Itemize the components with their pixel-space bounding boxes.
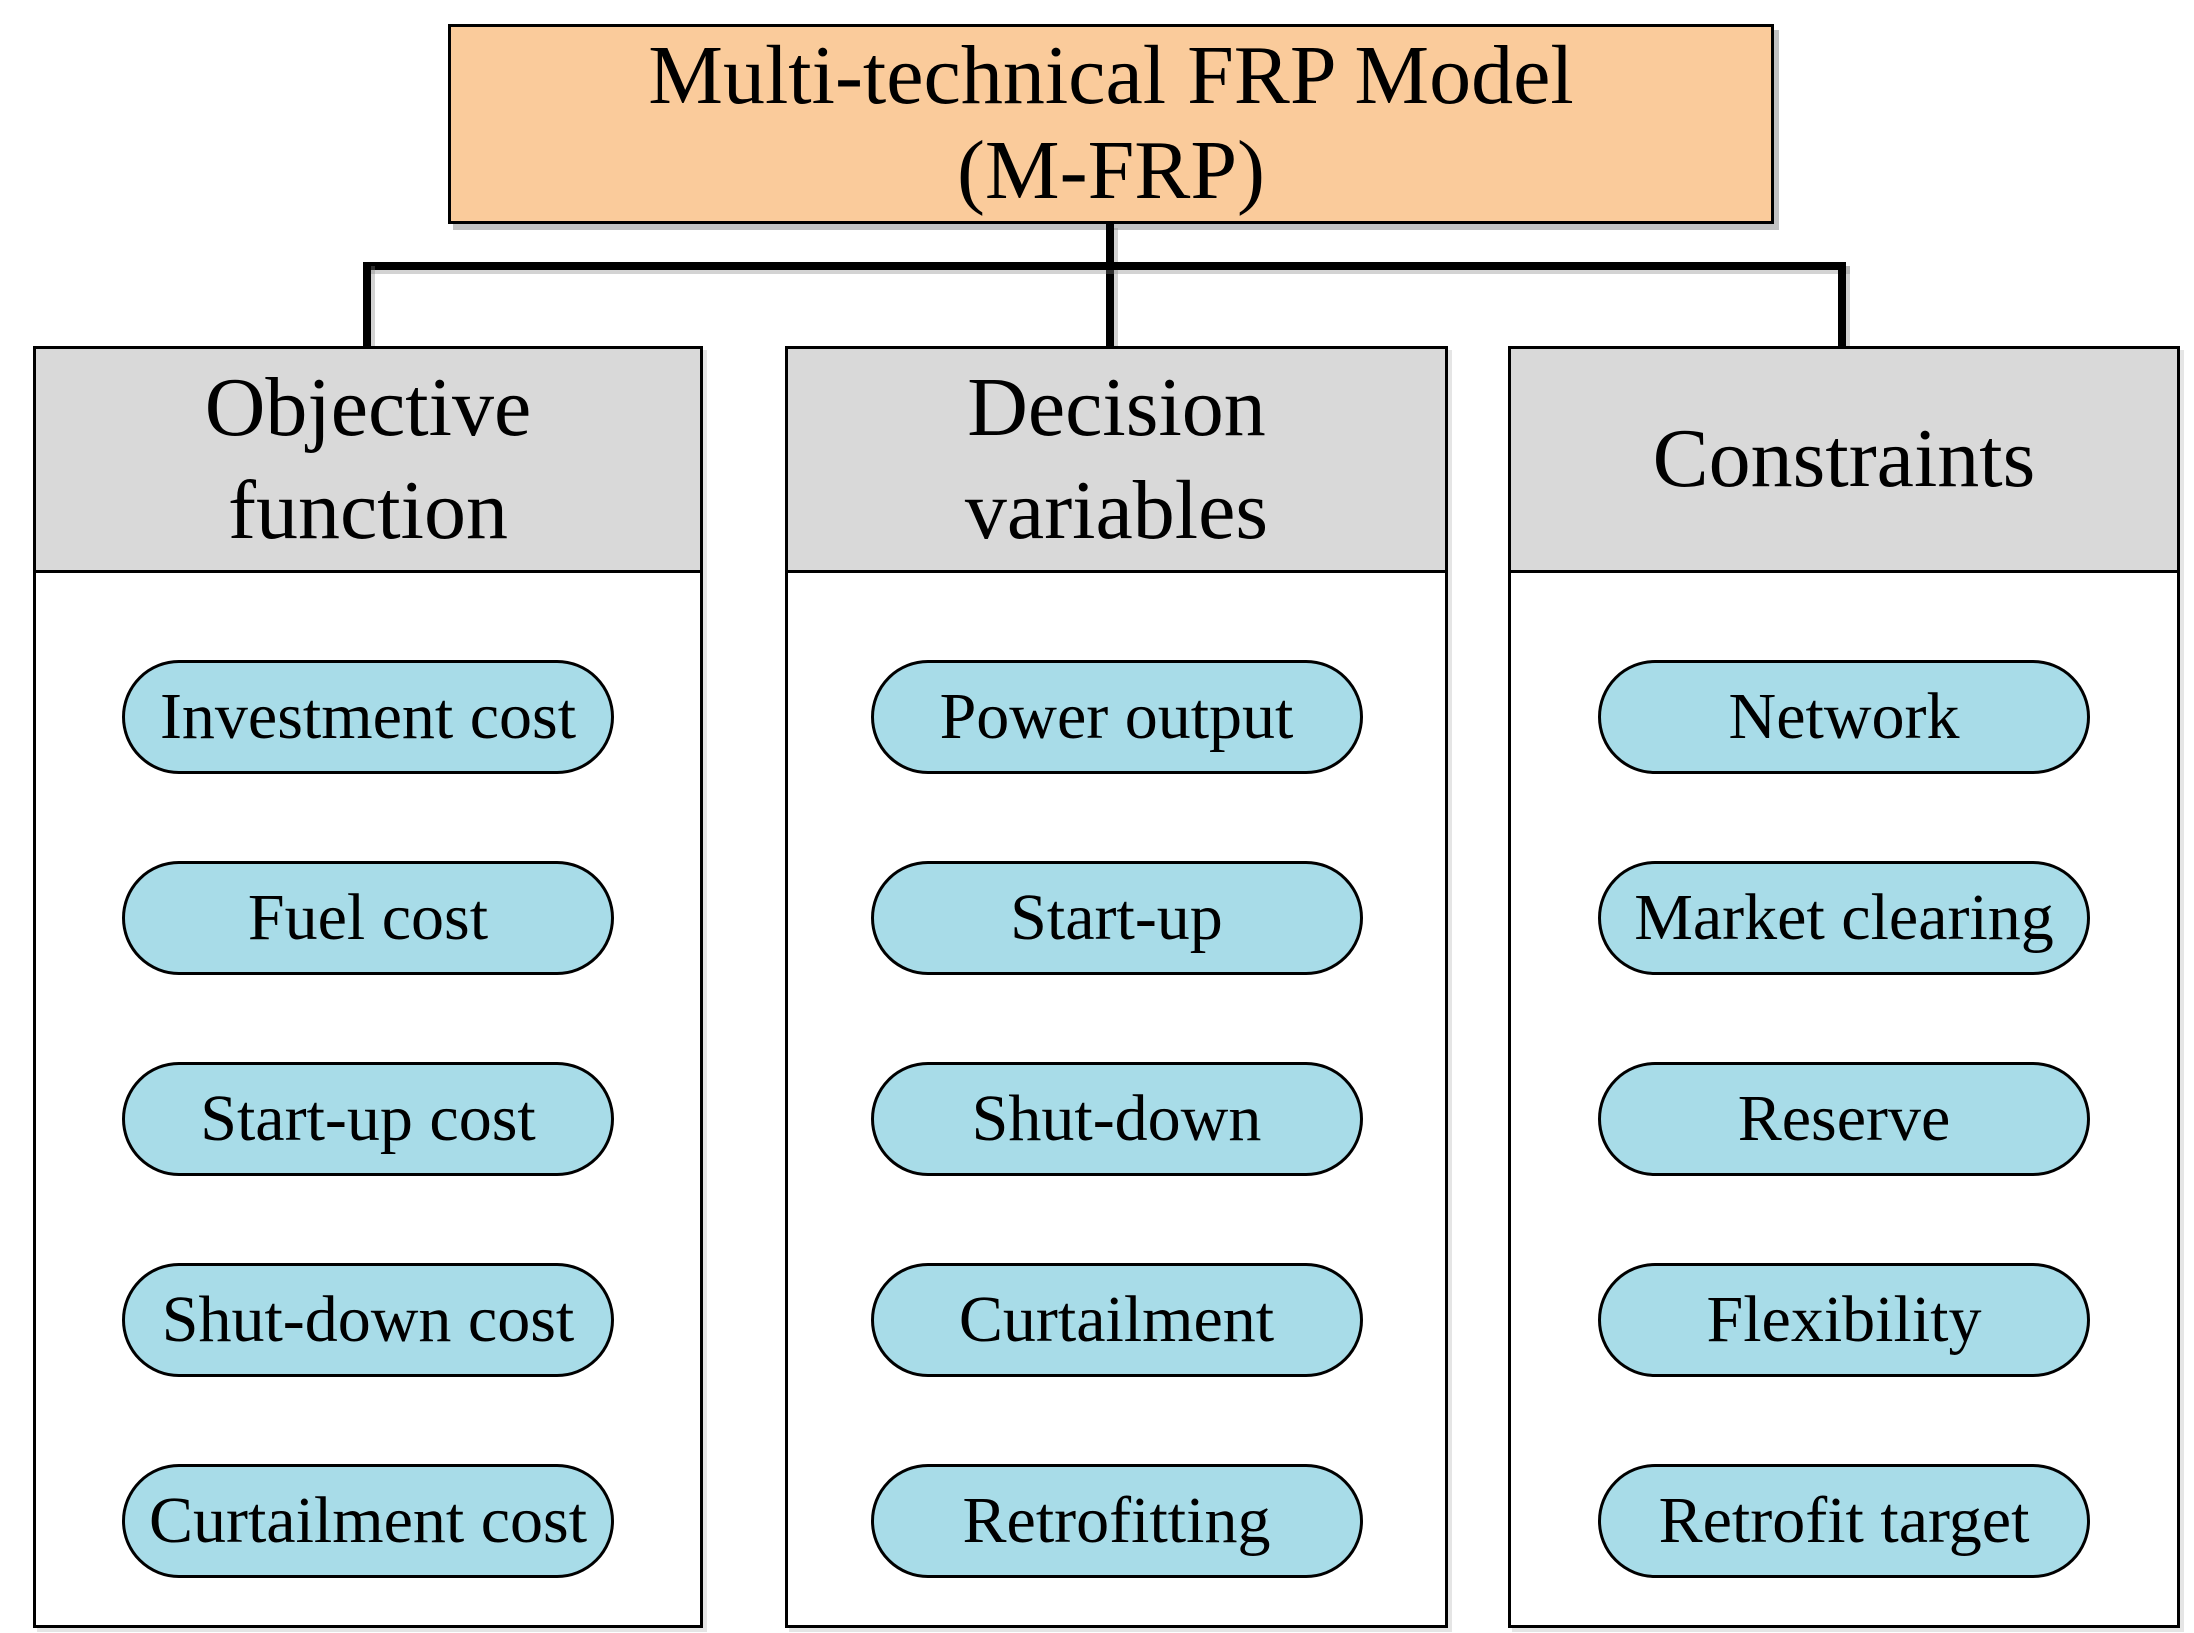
header-line: Objective [204, 361, 532, 455]
column-header-constraints: Constraints [1511, 349, 2177, 573]
node-market-clearing: Market clearing [1598, 861, 2090, 975]
node-network: Network [1598, 660, 2090, 774]
column-objective-function: Objective function Investment cost Fuel … [33, 346, 703, 1628]
root-node-mfrp-model: Multi-technical FRP Model (M-FRP) [448, 24, 1774, 224]
header-line: Decision [967, 361, 1266, 455]
node-curtailment: Curtailment [870, 1263, 1363, 1377]
connector-center-drop [1106, 224, 1114, 350]
header-line: Constraints [1652, 412, 2036, 506]
node-reserve: Reserve [1598, 1062, 2090, 1176]
column-body-constraints: Network Market clearing Reserve Flexibil… [1511, 573, 2177, 1578]
column-decision-variables: Decision variables Power output Start-up… [785, 346, 1448, 1628]
column-header-decision-variables: Decision variables [788, 349, 1445, 573]
connector-left-drop [363, 262, 371, 350]
column-constraints: Constraints Network Market clearing Rese… [1508, 346, 2180, 1628]
node-start-up: Start-up [870, 861, 1363, 975]
column-body-decision-variables: Power output Start-up Shut-down Curtailm… [788, 573, 1445, 1578]
node-retrofitting: Retrofitting [870, 1464, 1363, 1578]
header-line: variables [964, 463, 1269, 557]
node-shut-down: Shut-down [870, 1062, 1363, 1176]
connector-right-drop [1838, 262, 1846, 350]
connector-horizontal-line [363, 262, 1846, 270]
node-shut-down-cost: Shut-down cost [122, 1263, 614, 1377]
root-node-title-line2: (M-FRP) [956, 124, 1266, 217]
node-investment-cost: Investment cost [122, 660, 614, 774]
node-fuel-cost: Fuel cost [122, 861, 614, 975]
node-start-up-cost: Start-up cost [122, 1062, 614, 1176]
root-node-title-line1: Multi-technical FRP Model [648, 29, 1574, 123]
node-flexibility: Flexibility [1598, 1263, 2090, 1377]
column-header-objective-function: Objective function [36, 349, 700, 573]
header-line: function [228, 463, 508, 557]
node-curtailment-cost: Curtailment cost [122, 1464, 614, 1578]
column-body-objective-function: Investment cost Fuel cost Start-up cost … [36, 573, 700, 1578]
node-retrofit-target: Retrofit target [1598, 1464, 2090, 1578]
node-power-output: Power output [870, 660, 1363, 774]
